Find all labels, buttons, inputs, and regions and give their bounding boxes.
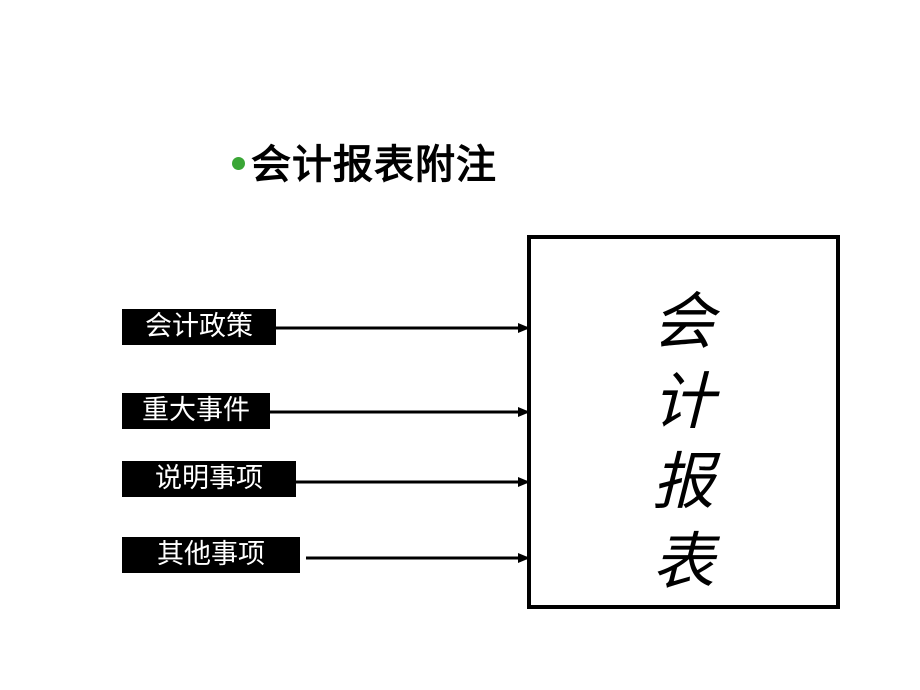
report-char: 会 xyxy=(652,285,715,358)
slide-title: 会计报表附注 xyxy=(232,132,497,190)
label-other-items: 其他事项 xyxy=(122,537,300,573)
bullet-dot-icon xyxy=(232,156,245,170)
label-explanatory-items: 说明事项 xyxy=(122,461,296,497)
label-accounting-policy: 会计政策 xyxy=(122,309,276,345)
report-box: 会 计 报 表 xyxy=(527,235,840,609)
report-char: 计 xyxy=(652,365,715,438)
report-char: 表 xyxy=(652,525,715,598)
label-major-events: 重大事件 xyxy=(122,393,270,429)
report-char: 报 xyxy=(652,445,715,518)
title-text: 会计报表附注 xyxy=(251,142,497,188)
